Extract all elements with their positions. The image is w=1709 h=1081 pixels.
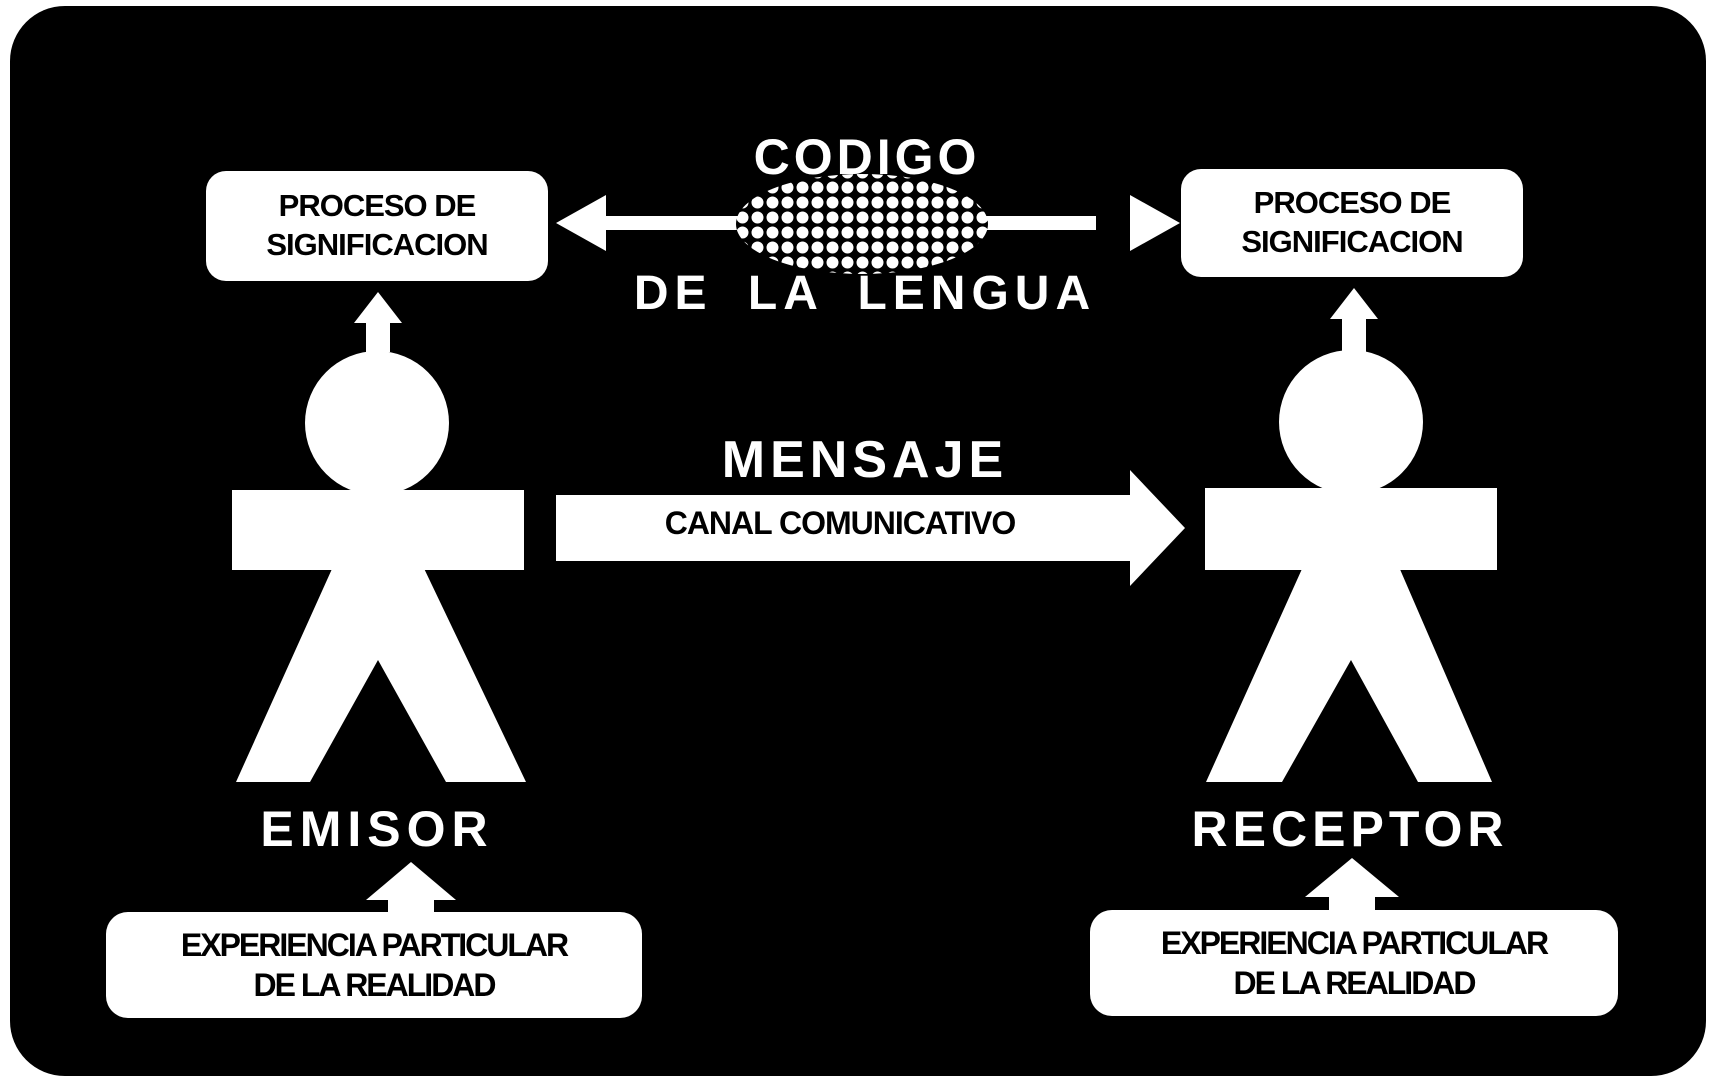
message-channel-arrow bbox=[556, 470, 1185, 586]
receptor-experience-line-1: EXPERIENCIA PARTICULAR bbox=[1160, 925, 1549, 961]
receptor-experience-box: EXPERIENCIA PARTICULAR DE LA REALIDAD bbox=[1090, 910, 1618, 1016]
code-grid-icon bbox=[736, 174, 988, 274]
emisor-process-line-2: SIGNIFICACION bbox=[266, 227, 488, 262]
codigo-label: CODIGO bbox=[753, 129, 981, 185]
receptor-process-line-2: SIGNIFICACION bbox=[1241, 224, 1463, 259]
receptor-process-line-1: PROCESO DE bbox=[1253, 185, 1452, 221]
receptor-figure-icon bbox=[1205, 288, 1497, 919]
receptor-label: RECEPTOR bbox=[1191, 801, 1509, 857]
canal-comunicativo-label: CANAL COMUNICATIVO bbox=[664, 505, 1017, 541]
emisor-label: EMISOR bbox=[260, 801, 494, 857]
emisor-experience-line-2: DE LA REALIDAD bbox=[253, 967, 496, 1003]
de-la-lengua-label: DE LA LENGUA bbox=[633, 267, 1097, 320]
emisor-experience-box: EXPERIENCIA PARTICULAR DE LA REALIDAD bbox=[106, 912, 642, 1018]
emisor-experience-line-1: EXPERIENCIA PARTICULAR bbox=[180, 927, 569, 963]
receptor-process-box: PROCESO DE SIGNIFICACION bbox=[1181, 169, 1523, 277]
emisor-process-line-1: PROCESO DE bbox=[278, 188, 477, 224]
mensaje-label: MENSAJE bbox=[721, 431, 1009, 489]
emisor-process-box: PROCESO DE SIGNIFICACION bbox=[206, 171, 548, 281]
receptor-experience-line-2: DE LA REALIDAD bbox=[1233, 965, 1476, 1001]
emisor-figure-icon bbox=[232, 292, 526, 922]
